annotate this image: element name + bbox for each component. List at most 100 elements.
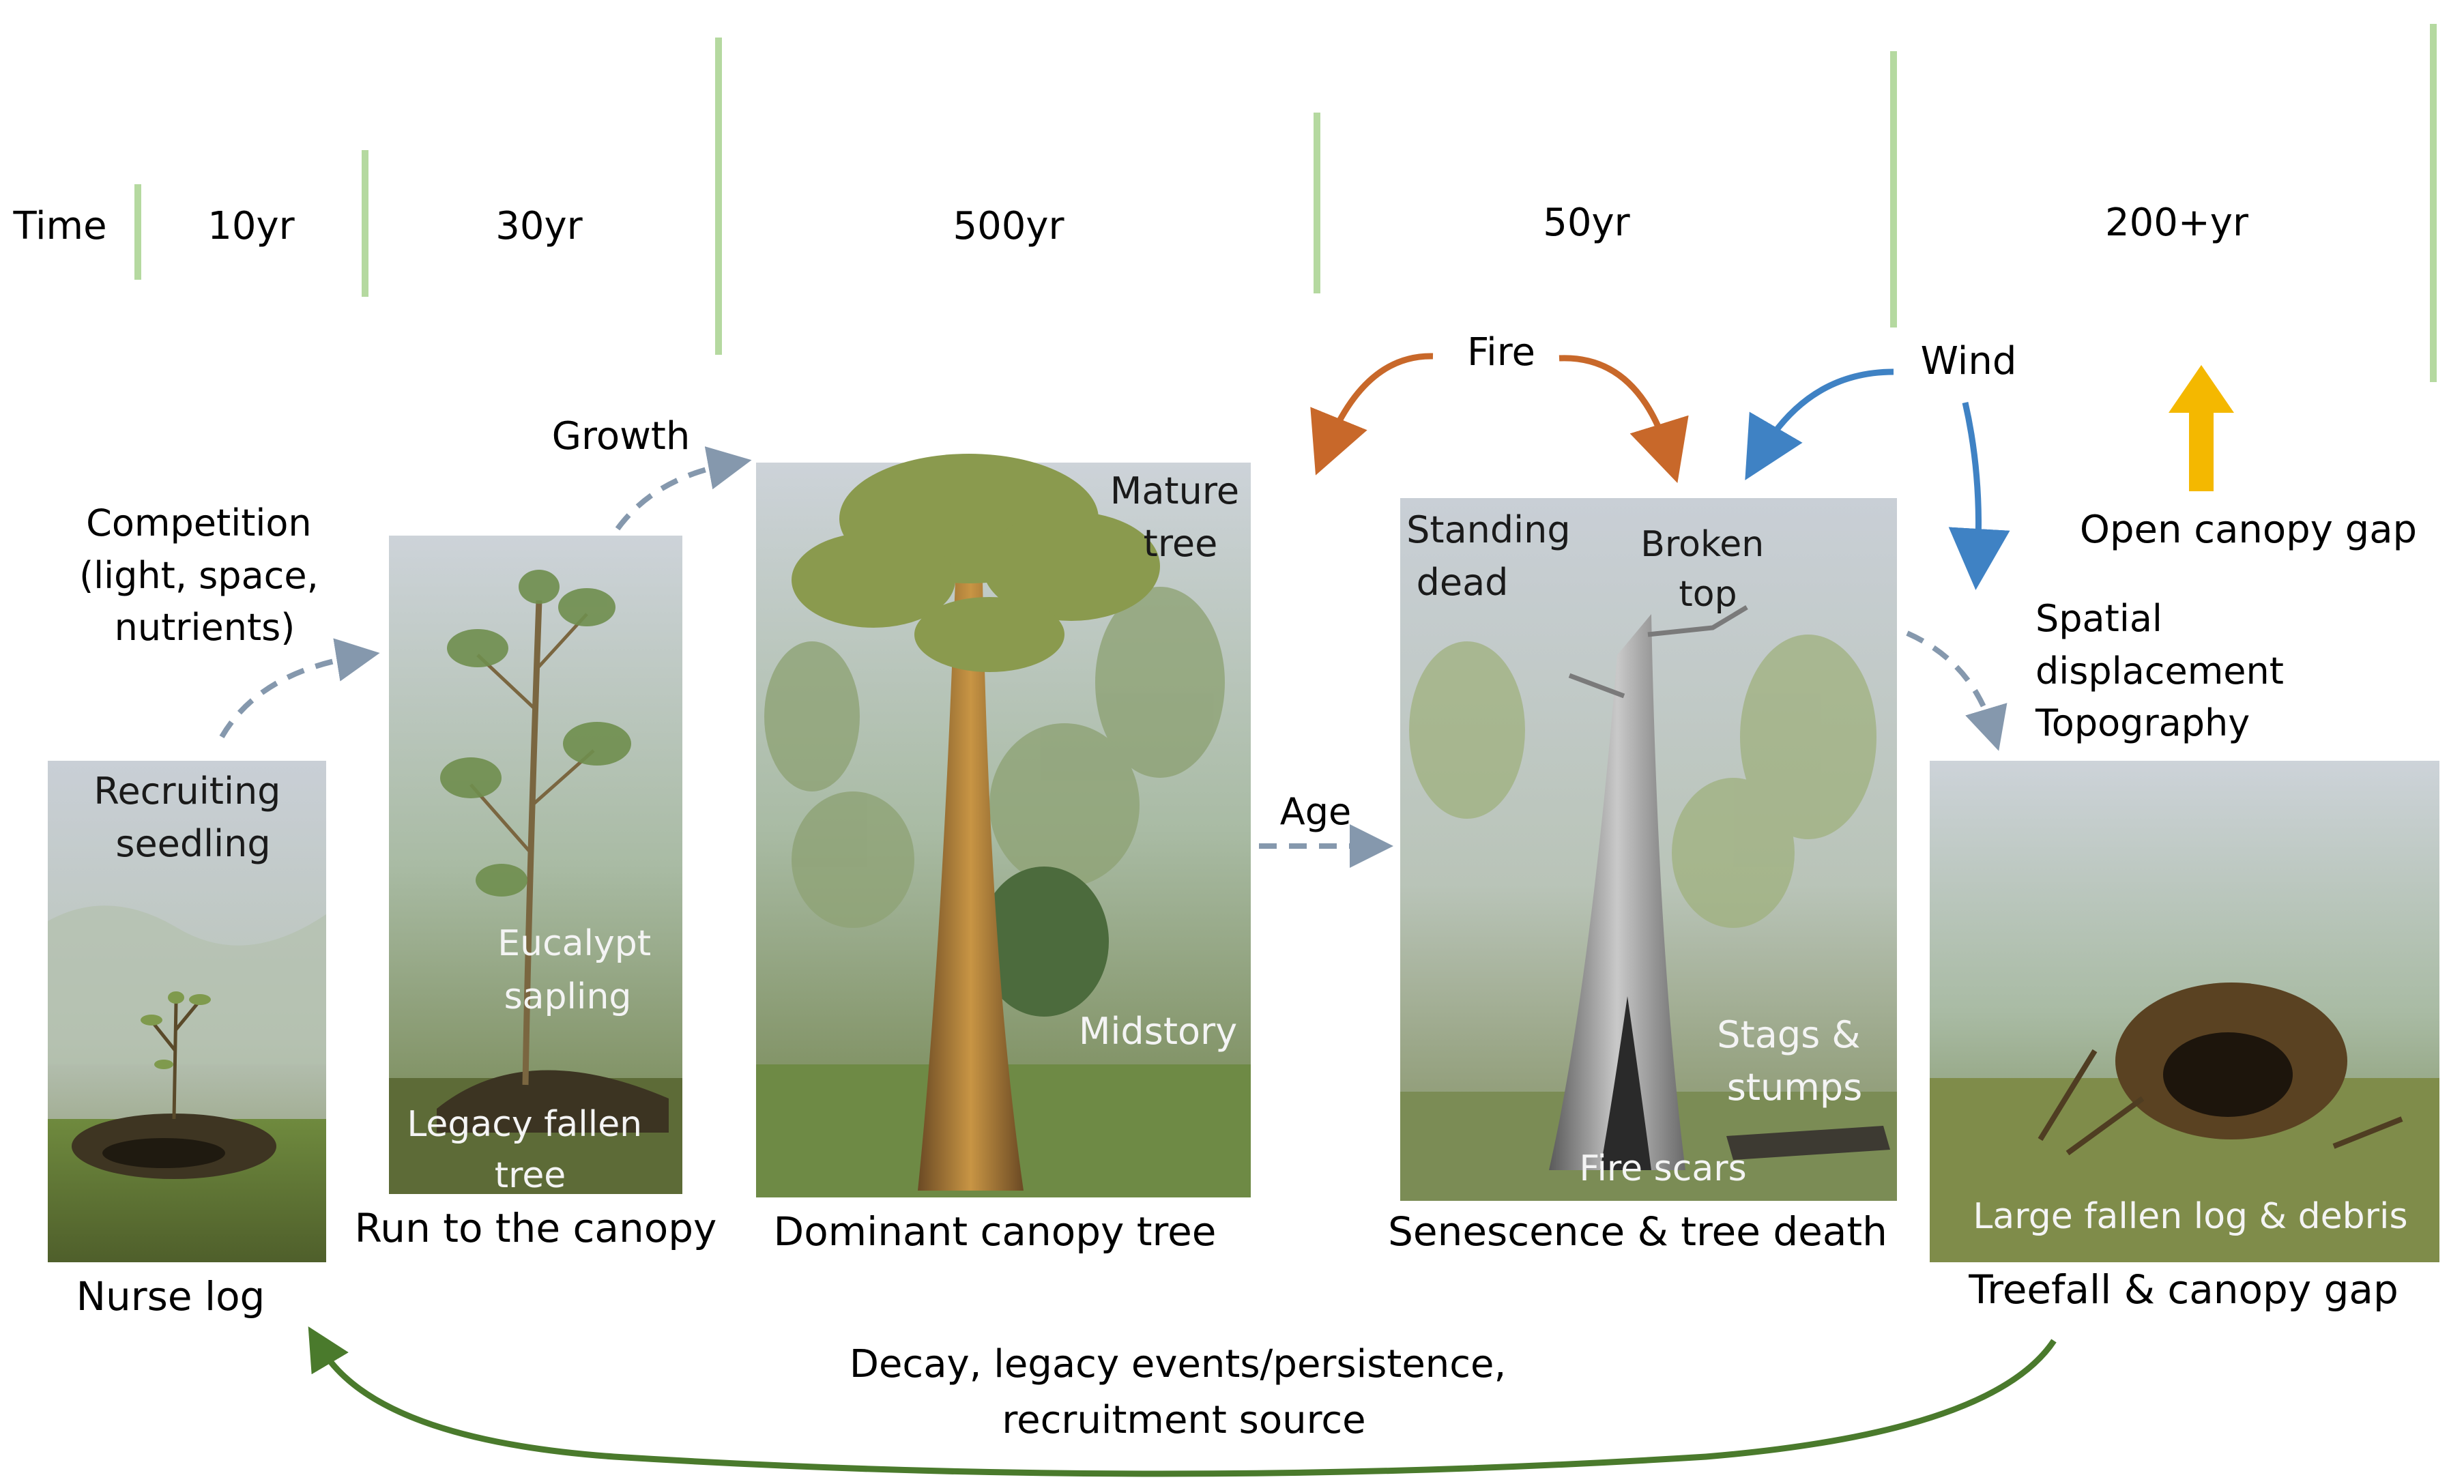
timeline-dividers (134, 24, 2437, 382)
label-recruiting-seedling: Recruiting seedling (93, 770, 292, 865)
label-line: displacement (2035, 650, 2284, 693)
timeline-duration-30yr: 30yr (495, 204, 583, 248)
label-line: seedling (115, 822, 270, 865)
panel-nurse-log: Recruiting seedling Nurse log (48, 761, 326, 1320)
arrow-fire-to-mature (1310, 353, 1434, 476)
label-fire-scars: Fire scars (1579, 1148, 1746, 1189)
label-wind: Wind (1921, 339, 2017, 383)
background-tree-crown (792, 791, 914, 928)
debris-branch (2332, 1116, 2403, 1149)
label-spatial-topography: Spatial displacement Topography (2035, 597, 2295, 744)
label-stags-stumps: Stags & stumps (1717, 1013, 1872, 1109)
label-line: Eucalypt (497, 923, 651, 964)
broken-branch (1647, 605, 1748, 637)
label-fire: Fire (1467, 330, 1535, 375)
seedling-leaf (189, 994, 211, 1005)
arrow-spatial-displacement (1906, 630, 2008, 751)
label-line: Decay, legacy events/persistence, (850, 1342, 1506, 1386)
label-line: Broken (1640, 524, 1764, 565)
label-legacy-fallen-tree: Legacy fallen tree (407, 1104, 653, 1196)
standing-dead-trunk (1549, 614, 1685, 1170)
sapling-leaf-cluster (476, 864, 527, 897)
gap-arrow-head (2169, 365, 2234, 413)
seedling-branch-right (174, 1002, 199, 1032)
label-line: recruitment source (1002, 1398, 1365, 1442)
sapling-foliage (440, 570, 631, 897)
label-line: tree (1144, 522, 1218, 565)
timeline-duration-200yr: 200+yr (2105, 201, 2249, 245)
sapling-leaf-cluster (447, 629, 508, 667)
background-tree-crown (1672, 778, 1795, 928)
sapling-leaf-cluster (440, 757, 502, 798)
panel-dominant-canopy: Mature tree Midstory Dominant canopy tre… (756, 454, 1251, 1255)
seedling-leaf (154, 1060, 173, 1069)
mature-tree-foliage (792, 532, 955, 628)
mature-tree-crown (792, 454, 1160, 672)
broken-branches (1568, 605, 1748, 699)
label-midstory: Midstory (1079, 1010, 1237, 1053)
timeline-duration-50yr: 50yr (1543, 201, 1630, 245)
background-tree-crown (1740, 635, 1876, 839)
label-line: sapling (504, 976, 632, 1017)
mature-tree-foliage (983, 512, 1160, 621)
seedling (152, 1002, 199, 1120)
dashed-arrows (219, 446, 2008, 868)
label-line: nutrients) (115, 606, 295, 649)
seedling-leaf (141, 1015, 162, 1025)
arrow-decay-to-nurse-log (308, 1326, 2057, 1477)
debris-branch (2038, 1049, 2098, 1141)
label-line: Legacy fallen (407, 1104, 642, 1145)
label-line: tree (495, 1155, 566, 1196)
nurse-log-hollow (102, 1138, 225, 1168)
arrow-growth (615, 446, 752, 531)
seedling-leaf (168, 991, 184, 1004)
background-tree-crown (1095, 587, 1225, 778)
label-growth: Growth (552, 414, 691, 459)
label-line: Topography (2035, 701, 2250, 744)
broken-branch (1568, 673, 1625, 699)
label-mature-tree: Mature tree (1110, 469, 1251, 565)
background-forest (764, 587, 1225, 928)
label-broken-top: Broken top (1640, 524, 1775, 615)
debris (2038, 1049, 2403, 1156)
label-line: (light, space, (79, 554, 319, 597)
label-open-canopy-gap: Open canopy gap (2080, 508, 2417, 552)
label-line: Competition (86, 501, 311, 544)
timeline-duration-10yr: 10yr (207, 204, 295, 248)
arrow-fire-to-senescence (1559, 355, 1689, 483)
seedling-branch-left (152, 1022, 177, 1052)
panel-run-to-canopy: Eucalypt sapling Legacy fallen tree Run … (355, 536, 717, 1251)
label-line: Mature (1110, 469, 1239, 512)
label-line: Spatial (2035, 597, 2162, 640)
sapling-leaf-cluster (563, 722, 631, 766)
fire-scar-hollow (1600, 996, 1651, 1170)
label-line: dead (1417, 561, 1509, 604)
caption-treefall: Treefall & canopy gap (1968, 1266, 2398, 1313)
gap-arrow-shaft (2189, 409, 2214, 491)
background-eucalypts (1409, 635, 1876, 928)
debris-branch (2066, 1096, 2145, 1156)
label-competition: Competition (light, space, nutrients) (79, 501, 330, 649)
label-standing-dead: Standing dead (1406, 508, 1582, 604)
label-line: Stags & (1717, 1013, 1860, 1056)
label-decay: Decay, legacy events/persistence, recrui… (850, 1342, 1518, 1442)
background-tree-crown (989, 723, 1140, 887)
mature-tree-trunk (918, 580, 1024, 1191)
stump-log (1726, 1126, 1890, 1160)
caption-run-to-canopy: Run to the canopy (355, 1205, 717, 1251)
caption-dominant-canopy: Dominant canopy tree (774, 1208, 1217, 1255)
panel-senescence: Standing dead Broken top Stags & stumps … (1388, 498, 1897, 1255)
seedling-stem (172, 1002, 178, 1120)
arrow-wind-to-senescence (1745, 368, 1894, 480)
caption-senescence: Senescence & tree death (1388, 1208, 1887, 1255)
label-line: Standing (1406, 508, 1571, 551)
sapling-leaf-cluster (558, 588, 615, 626)
label-line: Recruiting (93, 770, 280, 813)
arrow-wind-to-treefall (1948, 402, 2010, 590)
timeline-duration-500yr: 500yr (953, 204, 1064, 248)
panel-treefall: Large fallen log & debris Treefall & can… (1930, 761, 2439, 1313)
sapling-trunk (522, 600, 542, 1086)
label-line: stumps (1727, 1066, 1863, 1109)
background-tree-crown (1409, 641, 1525, 819)
